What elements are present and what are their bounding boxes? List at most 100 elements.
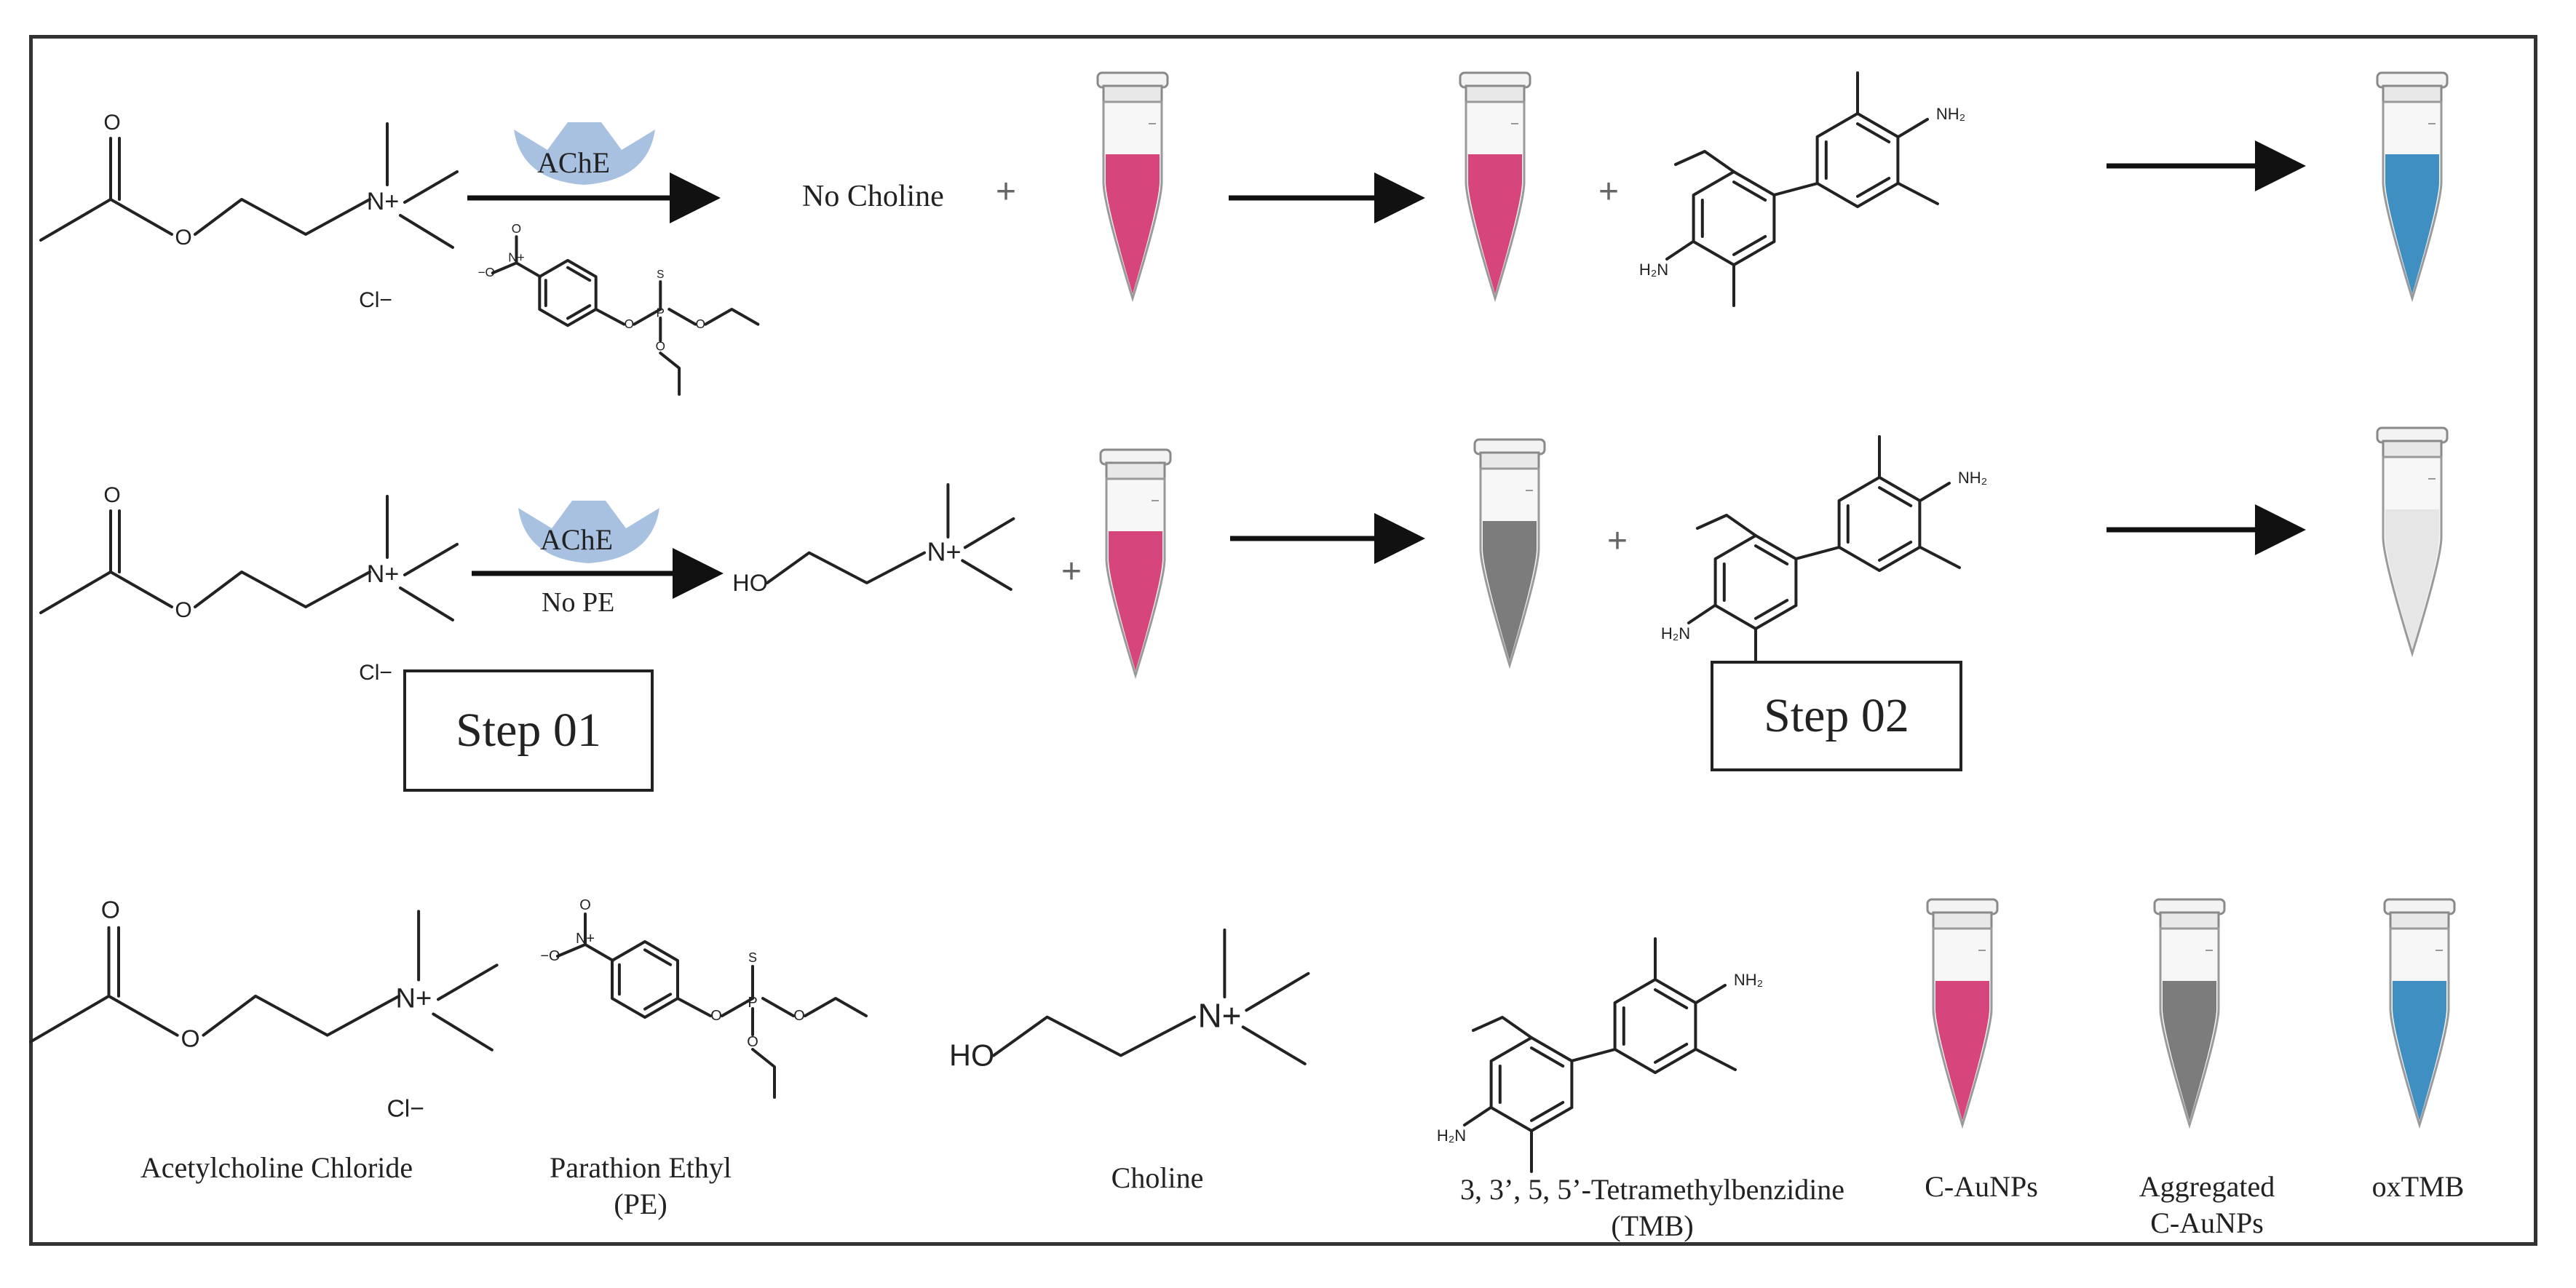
atom-label: O [747,1034,758,1050]
atom-label: O [175,598,191,622]
choline-structure: HO N+ [949,929,1310,1072]
atom-label: HO [732,570,768,596]
atom-label: O [101,897,120,923]
tmb-caption-line1: 3, 3’, 5, 5’-Tetramethylbenzidine [1459,1173,1845,1206]
atom-label: −O [477,265,494,279]
tube-blue [2383,898,2456,1129]
atom-label: O [181,1025,199,1052]
acetylcholine-structure: O O N+ Cl− [29,897,499,1123]
tube-gray [1473,438,1546,669]
tube-liquid [2385,154,2439,294]
choline-caption: Choline [1111,1161,1204,1194]
tube-cap [2159,911,2220,930]
acetylcholine-structure: O O N+ Cl− [39,483,459,685]
aggregated-caption: Aggregated C-AuNPs [2112,1169,2302,1241]
atom-label: N+ [927,536,961,566]
atom-label: HO [949,1038,994,1072]
acetylcholine-caption: Acetylcholine Chloride [140,1151,413,1184]
plus-sign: + [1598,172,1620,211]
atom-label: −O [540,948,560,964]
step-02-box: Step 02 [1711,661,1962,771]
atom-label: N+ [576,931,595,947]
oxtmb-caption: oxTMB [2371,1170,2465,1203]
enzyme-label: AChE [537,146,610,179]
tube-gray [2153,898,2226,1129]
step-01-box: Step 01 [403,669,654,792]
atom-label: O [625,317,634,331]
atom-label: N+ [1197,996,1241,1034]
enzyme-shape [514,122,655,185]
tube-liquid [2385,509,2439,649]
tube-liquid [2393,981,2446,1121]
tube-liquid [1483,521,1537,661]
tube-pink [1459,71,1531,303]
enzyme-label: AChE [540,523,613,556]
atom-label: S [657,269,664,281]
atom-label: P [748,995,757,1011]
atom-label: P [657,305,665,319]
tmb-structure: H₂N NH₂ [1639,71,1965,307]
tube-cap [1932,911,1993,930]
condition-text: No PE [542,587,615,618]
tmb-caption: 3, 3’, 5, 5’-Tetramethylbenzidine (TMB) [1419,1172,1885,1244]
atom-label: Cl− [387,1096,424,1123]
atom-label: O [175,226,191,250]
tube-liquid [1468,154,1522,294]
atom-label: O [103,483,120,507]
atom-label: N+ [396,984,432,1014]
atom-label: O [793,1008,805,1024]
tube-cap [2382,84,2443,103]
choline-structure: HO N+ [732,483,1015,596]
parathion-caption-line2: (PE) [614,1188,667,1220]
parathion-caption: Parathion Ethyl (PE) [524,1150,757,1223]
tmb-caption-line2: (TMB) [1611,1209,1694,1242]
figure-frame [29,35,2537,1246]
tube-liquid [1935,981,1989,1121]
atom-label: H₂N [1661,624,1690,643]
acetylcholine-structure: O O N+ Cl− [39,111,459,312]
product-text: No Choline [802,180,944,213]
tube-liquid [1109,531,1162,671]
tube-liquid [2163,981,2216,1121]
atom-label: S [748,950,757,965]
atom-label: O [512,221,521,236]
tube-cap [1479,451,1540,470]
atom-label: N+ [367,188,399,215]
atom-label: H₂N [1437,1126,1466,1145]
atom-label: NH₂ [1958,469,1987,487]
parathion-structure: N+ −O O O P S O O [477,221,760,396]
atom-label: O [696,317,705,331]
atom-label: NH₂ [1734,971,1763,989]
tube-blue [2376,71,2449,303]
atom-label: N+ [508,250,524,265]
tube-cap [1102,84,1163,103]
atom-label: NH₂ [1936,105,1965,123]
tube-pink [1926,898,1999,1129]
enzyme-shape [518,501,659,563]
atom-label: O [656,339,665,354]
aggregated-caption-line1: Aggregated [2139,1170,2275,1203]
atom-label: Cl− [359,661,392,685]
aggregated-caption-line2: C-AuNPs [2150,1206,2264,1239]
plus-sign: + [996,172,1017,211]
tube-cap [1105,461,1166,480]
tube-cap [1465,84,1526,103]
parathion-caption-line1: Parathion Ethyl [550,1151,732,1184]
tube-cap [2382,440,2443,458]
tmb-structure: H₂N NH₂ [1437,937,1763,1173]
tmb-structure: H₂N NH₂ [1661,435,1987,671]
tube-pink [1096,71,1169,303]
atom-label: Cl− [359,288,392,312]
tube-light [2376,426,2449,658]
atom-label: H₂N [1639,261,1668,279]
plus-sign: + [1607,522,1628,560]
tube-liquid [1106,154,1160,294]
atom-label: O [103,111,120,135]
atom-label: O [579,897,591,913]
tube-cap [2389,911,2450,930]
tube-pink [1099,448,1172,680]
cauNPs-caption: C-AuNPs [1925,1170,2038,1203]
atom-label: N+ [367,560,399,588]
plus-sign: + [1061,552,1082,591]
